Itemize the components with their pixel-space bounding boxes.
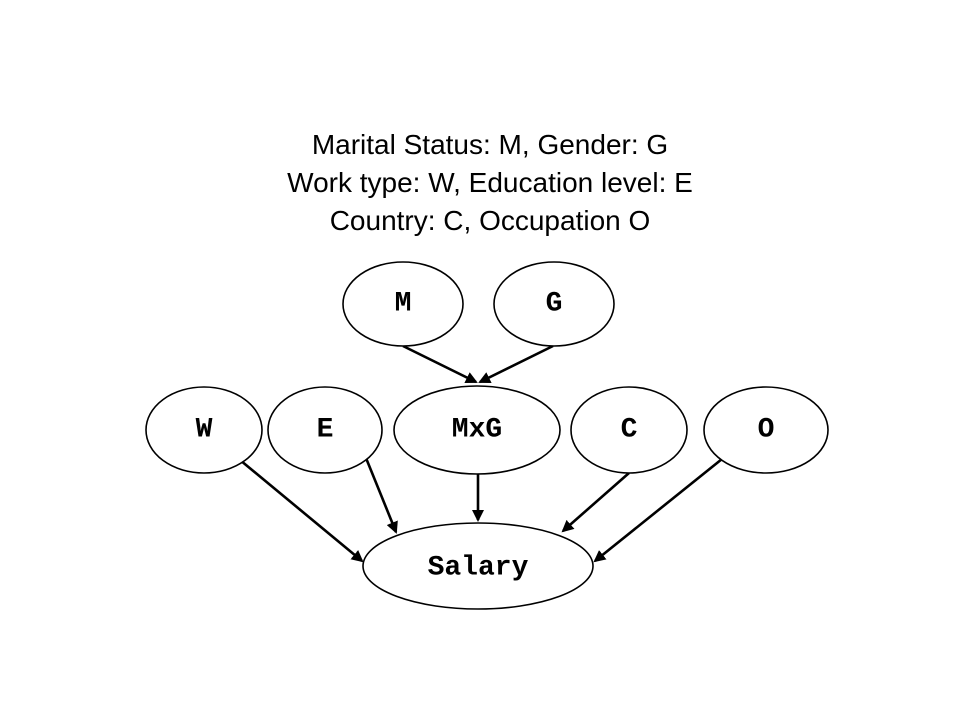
edge-w-to-salary bbox=[239, 458, 364, 563]
node-salary-label: Salary bbox=[428, 553, 529, 584]
legend-line-3: Country: C, Occupation O bbox=[329, 205, 651, 236]
node-o-ellipse bbox=[703, 386, 829, 474]
edge-o-to-salary bbox=[593, 457, 723, 563]
legend-line-2: Work type: W, Education level: E bbox=[287, 167, 693, 198]
node-salary: Salary bbox=[362, 522, 594, 610]
node-o-label: O bbox=[758, 415, 775, 446]
edge-m-to-mxg bbox=[402, 344, 478, 384]
edge-e-to-salary bbox=[364, 457, 398, 534]
node-w-label: W bbox=[196, 415, 213, 446]
node-w: W bbox=[145, 386, 263, 474]
node-m-label: M bbox=[395, 289, 412, 320]
node-g-ellipse bbox=[493, 261, 615, 347]
variable-legend: Marital Status: M, Gender: G Work type: … bbox=[0, 126, 960, 240]
node-salary-ellipse bbox=[362, 522, 594, 610]
node-g: G bbox=[493, 261, 615, 347]
node-mxg: MxG bbox=[393, 385, 561, 475]
node-m: M bbox=[342, 261, 464, 347]
node-e: E bbox=[267, 386, 383, 474]
node-mxg-label: MxG bbox=[452, 415, 502, 446]
edges-layer bbox=[239, 344, 723, 563]
node-e-ellipse bbox=[267, 386, 383, 474]
node-o: O bbox=[703, 386, 829, 474]
node-g-label: G bbox=[546, 289, 563, 320]
nodes-layer: M G W E MxG C bbox=[145, 261, 829, 610]
node-mxg-ellipse bbox=[393, 385, 561, 475]
legend-line-1: Marital Status: M, Gender: G bbox=[311, 129, 669, 160]
node-c-ellipse bbox=[570, 386, 688, 474]
node-c-label: C bbox=[621, 415, 638, 446]
edge-g-to-mxg bbox=[478, 344, 554, 384]
node-m-ellipse bbox=[342, 261, 464, 347]
node-w-ellipse bbox=[145, 386, 263, 474]
node-c: C bbox=[570, 386, 688, 474]
node-e-label: E bbox=[317, 415, 334, 446]
edge-c-to-salary bbox=[561, 472, 630, 533]
